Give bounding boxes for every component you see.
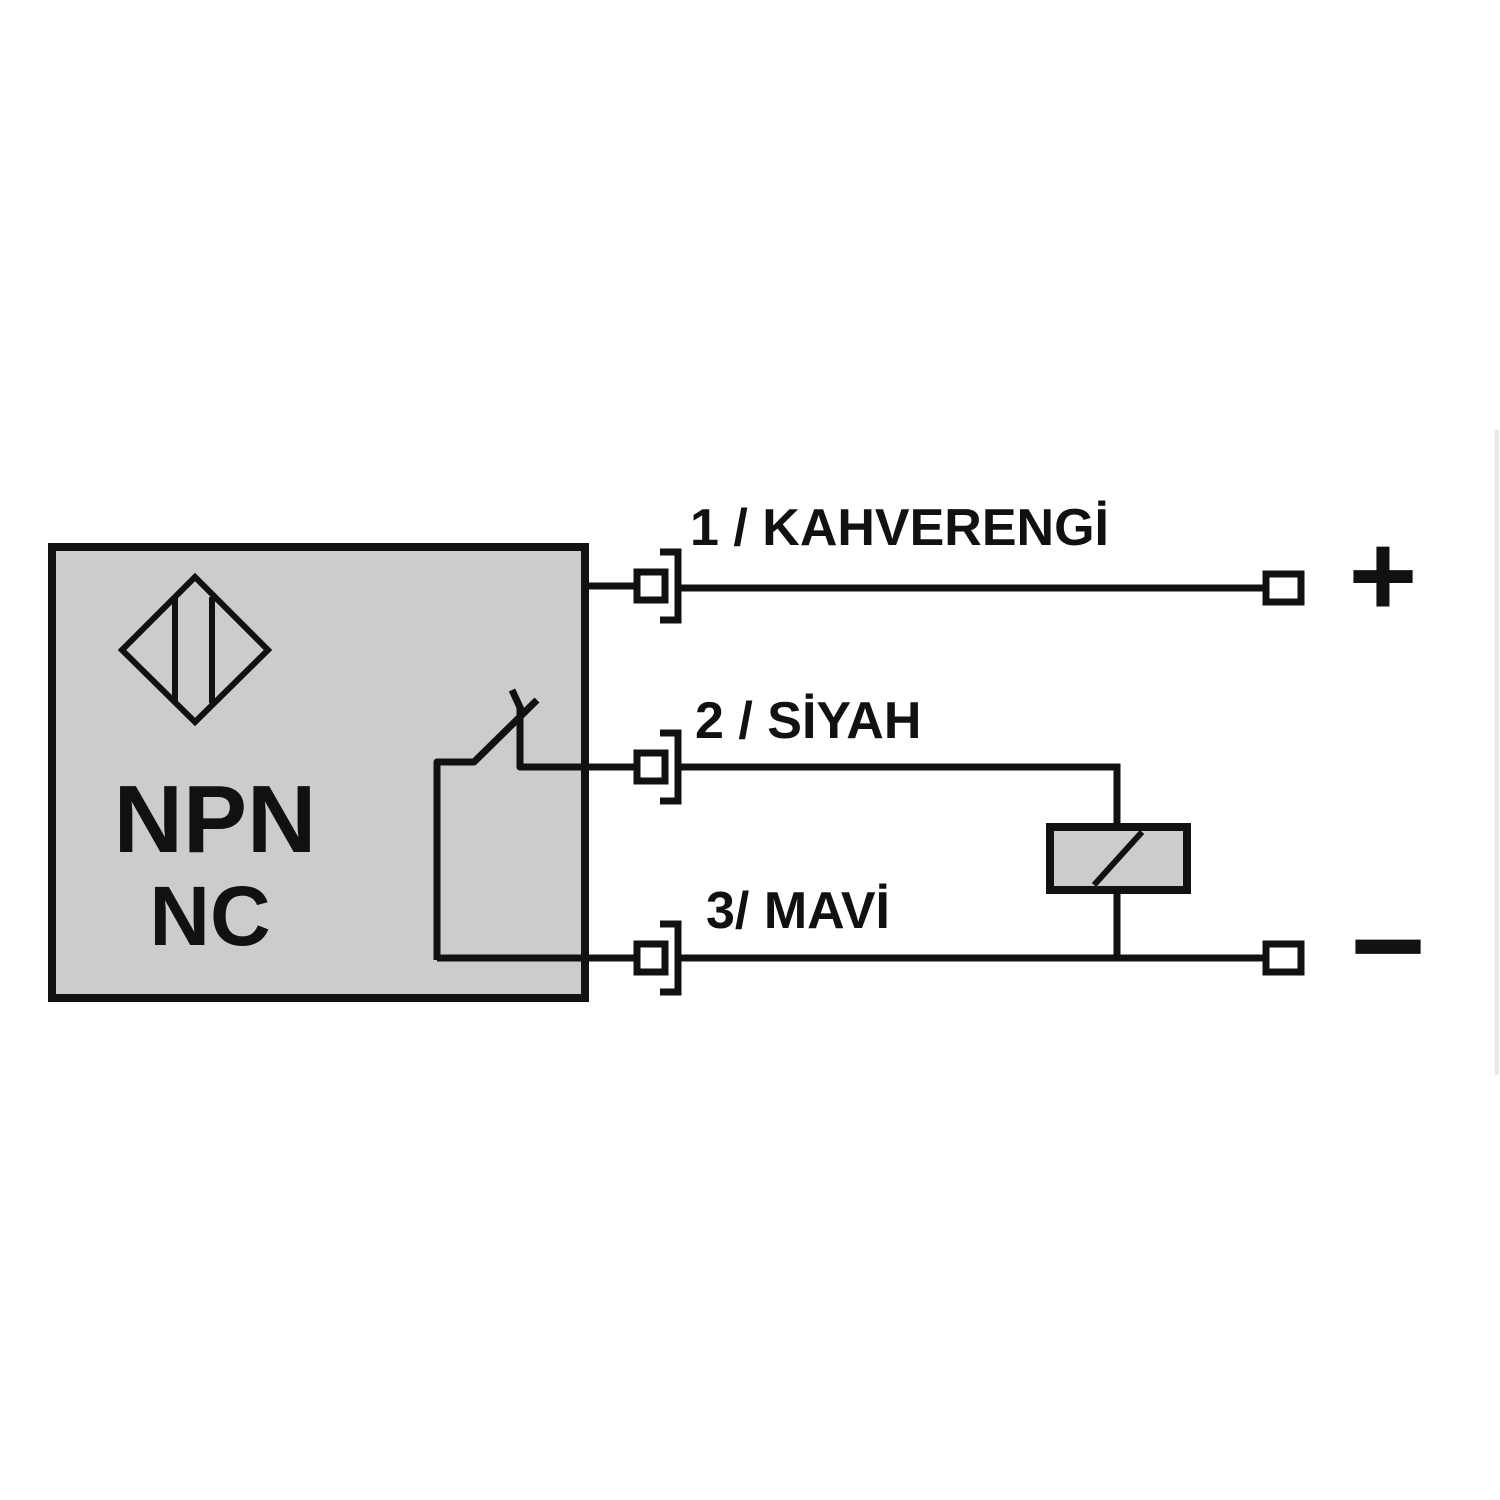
wire-1-label: 1 / KAHVERENGİ bbox=[690, 499, 1109, 557]
inductive-sensor-icon bbox=[117, 572, 273, 727]
relay-coil-icon bbox=[1046, 823, 1191, 894]
wire-3-label: 3/ MAVİ bbox=[706, 882, 890, 940]
nc-switch-icon bbox=[433, 688, 585, 960]
wire-3 bbox=[437, 890, 1305, 996]
sensor-body bbox=[48, 543, 589, 1002]
plus-icon: + bbox=[1349, 510, 1418, 642]
sensor-contact-label: NC bbox=[149, 869, 270, 963]
wire-2-label: 2 / SİYAH bbox=[695, 692, 921, 750]
sensor-type-label: NPN bbox=[114, 766, 317, 873]
wire-2 bbox=[585, 729, 1121, 827]
minus-icon: − bbox=[1350, 872, 1426, 1018]
wire-1 bbox=[585, 548, 1305, 624]
